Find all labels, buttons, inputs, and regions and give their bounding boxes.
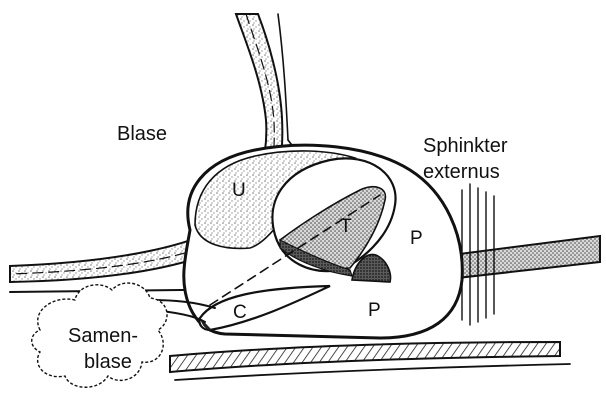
label-blase: Blase [117, 123, 167, 145]
rectal-wall [170, 342, 570, 380]
label-samenblase-line1: Samen- [68, 325, 138, 347]
label-zone-c: C [233, 302, 247, 323]
label-zone-p-upper: P [410, 228, 423, 249]
label-sphinkter-line1: Sphinkter [423, 135, 508, 157]
label-zone-u: U [232, 180, 246, 201]
label-zone-t: T [340, 216, 352, 237]
label-samenblase-line2: blase [84, 351, 132, 373]
label-zone-p-lower: P [368, 300, 381, 321]
label-sphinkter-line2: externus [423, 161, 500, 183]
